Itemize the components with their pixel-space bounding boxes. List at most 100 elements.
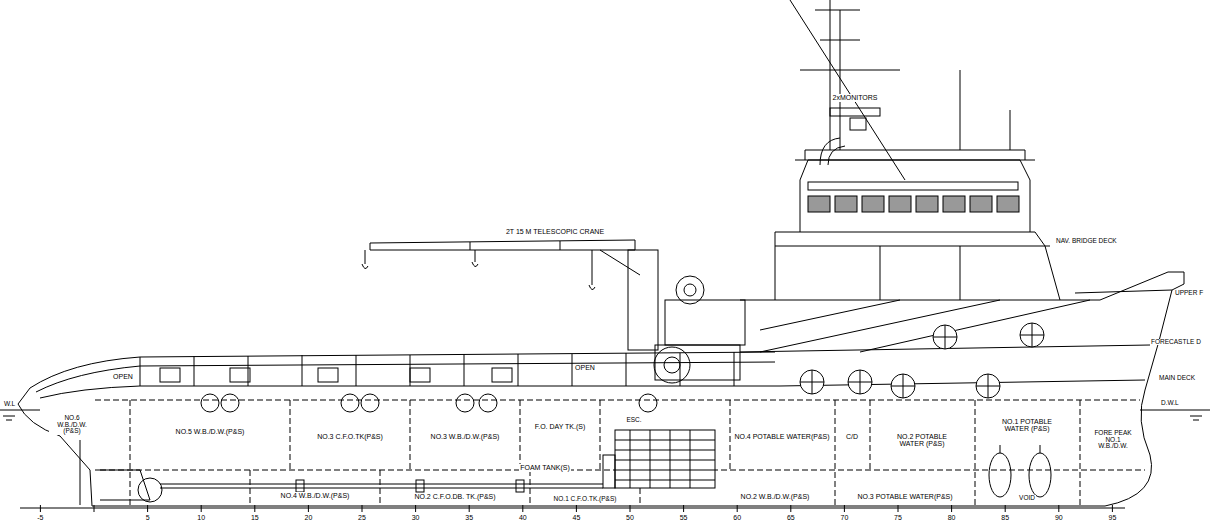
compartment-label: OPEN [112,373,134,380]
bulwark-stanchions-part [318,368,338,382]
frame-number: 80 [947,514,957,521]
machinery-part [416,480,424,492]
wheelhouse-windows-part [889,196,911,212]
deckhouse-part [800,160,1030,232]
compartment-label: ESC. [625,417,642,424]
crane-part [654,347,690,383]
frame-ruler-part [20,508,1125,509]
fenders-part [639,394,657,412]
bulwark-stanchions-part [492,368,512,382]
frame-number: 25 [357,514,367,521]
compartment-label: NO.2 POTABLE WATER (P&S) [890,433,954,448]
tank-boundaries [95,400,1145,506]
compartment-label: W.L [3,401,16,408]
deckhouse-part [775,246,1050,247]
deckhouse-part [760,300,1090,352]
wheelhouse-windows-part [943,196,965,212]
tank-boundaries-part [130,400,1080,506]
compartment-label: NO.3 W.B./D.W.(P&S) [430,433,501,440]
compartment-label: UPPER F [1174,290,1204,297]
crane-part [665,300,745,345]
fenders-part [361,394,379,412]
hull-outline-part [30,352,775,388]
machinery-part [1000,445,1040,453]
frame-number: 15 [250,514,260,521]
frame-number: 40 [518,514,528,521]
frame-number: 65 [786,514,796,521]
wheelhouse-windows [808,196,1019,212]
fenders-part [221,394,239,412]
compartment-label: 2xMONITORS [832,94,879,101]
frame-number: 75 [893,514,903,521]
compartment-label: FORECASTLE D [1150,339,1202,346]
machinery-part [615,430,715,488]
compartment-label: NO.6 W.B./D.W. (P&S) [49,415,95,435]
compartment-label: OPEN [574,364,596,371]
bulwark-stanchions-part [410,368,430,382]
frame-number: -5 [36,514,44,521]
fenders-part [201,394,219,412]
deckhouse [760,0,1090,352]
frame-number: 50 [625,514,635,521]
crane-part [370,240,640,275]
crane-part [362,250,595,290]
frame-number: 30 [411,514,421,521]
bulwark-stanchions-part [140,352,734,386]
crane [362,240,745,383]
crane-part [664,357,680,373]
bulwark-stanchions-part [160,368,180,382]
deckhouse-part [795,150,1035,160]
machinery-part [615,430,715,488]
frame-number: 5 [145,514,151,521]
compartment-label: C/D [845,433,859,440]
wheelhouse-windows-part [916,196,938,212]
machinery [80,430,1051,505]
fenders-part [800,323,1044,398]
machinery-part [603,455,615,488]
hull-outline-part [740,300,1100,301]
frame-number: 35 [464,514,474,521]
compartment-label: NO.2 W.B./D.W.(P&S) [740,493,811,500]
machinery-part [989,453,1011,497]
frame-number: 90 [1054,514,1064,521]
machinery-part [1029,453,1051,497]
crane-part [628,250,658,350]
fenders-part [341,394,359,412]
frame-number: 10 [196,514,206,521]
wheelhouse-windows-part [835,196,857,212]
wheelhouse-windows-part [808,196,830,212]
deckhouse-part [830,108,880,116]
wheelhouse-windows-part [862,196,884,212]
frame-ruler-part [40,505,1112,512]
frame-ruler [20,505,1125,512]
crane-part [684,284,696,296]
fenders-part [479,394,497,412]
compartment-label: NAV. BRIDGE DECK [1055,238,1118,245]
compartment-label: D.W.L [1160,400,1180,407]
compartment-label: NO.1 POTABLE WATER (P&S) [995,418,1059,433]
compartment-label: FOAM TANK(S) [519,464,571,471]
hull-outline-part [40,386,780,398]
hull-outline-part [780,380,1145,386]
compartment-label: F.O. DAY TK.(S) [534,423,587,430]
hull-outline [18,272,1184,506]
machinery-part [516,480,524,492]
frame-number: 20 [304,514,314,521]
deckhouse-part [790,0,1010,180]
fenders-part [456,394,474,412]
fenders [201,323,1044,412]
deckhouse-part [808,182,1018,190]
compartment-label: NO.4 W.B./D.W.(P&S) [280,492,351,499]
deckhouse-part [775,232,1060,300]
deckhouse-part [820,138,845,165]
compartment-label: NO.1 C.F.O.TK.(P&S) [553,496,618,503]
hull-outline-part [18,388,1105,506]
frame-number: 70 [840,514,850,521]
bulwark-stanchions-part [230,368,250,382]
compartment-label: 2T 15 M TELESCOPIC CRANE [505,228,605,235]
compartment-label: FORE PEAK NO.1 W.B./D.W. [1091,430,1135,450]
machinery-part [138,478,162,502]
compartment-label: MAIN DECK [1158,375,1196,382]
